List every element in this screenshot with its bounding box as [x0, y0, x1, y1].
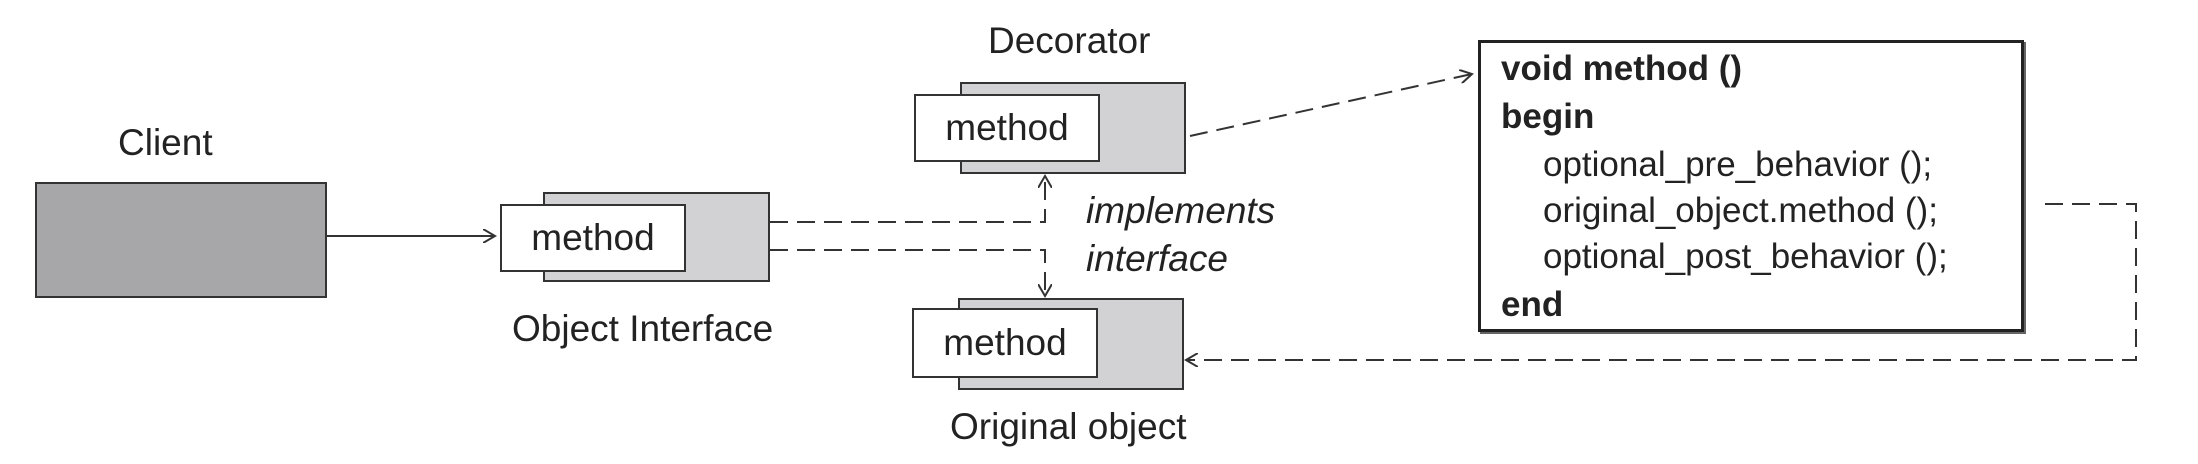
- interface-to-decorator-arrow: [770, 176, 1045, 223]
- original-method-label: method: [943, 322, 1067, 363]
- call-to-original-arrow: [1186, 203, 2137, 360]
- decorator-code-box: void method () begin optional_pre_behavi…: [1478, 40, 2024, 332]
- client-label: Client: [118, 122, 213, 163]
- interface-to-original-arrow: [770, 249, 1045, 296]
- code-end: end: [1501, 285, 1564, 324]
- original-object-label: Original object: [950, 406, 1187, 447]
- interface-method-box: method: [500, 204, 686, 272]
- decorator-label: Decorator: [988, 20, 1151, 61]
- interface-method-label: method: [531, 217, 655, 258]
- code-post-behavior: optional_post_behavior ();: [1543, 237, 1948, 276]
- code-pre-behavior: optional_pre_behavior ();: [1543, 145, 1933, 184]
- decorator-to-code-arrow: [1189, 74, 1472, 137]
- object-interface-label: Object Interface: [512, 308, 774, 349]
- code-signature: void method (): [1501, 49, 1743, 88]
- implements-label: implements: [1086, 190, 1276, 231]
- code-begin: begin: [1501, 97, 1595, 136]
- interface-label: interface: [1086, 238, 1228, 279]
- decorator-method-box: method: [914, 94, 1100, 162]
- original-method-box: method: [912, 308, 1098, 378]
- code-original-call: original_object.method ();: [1543, 191, 1938, 230]
- client-box: [35, 182, 327, 298]
- decorator-method-label: method: [945, 107, 1069, 148]
